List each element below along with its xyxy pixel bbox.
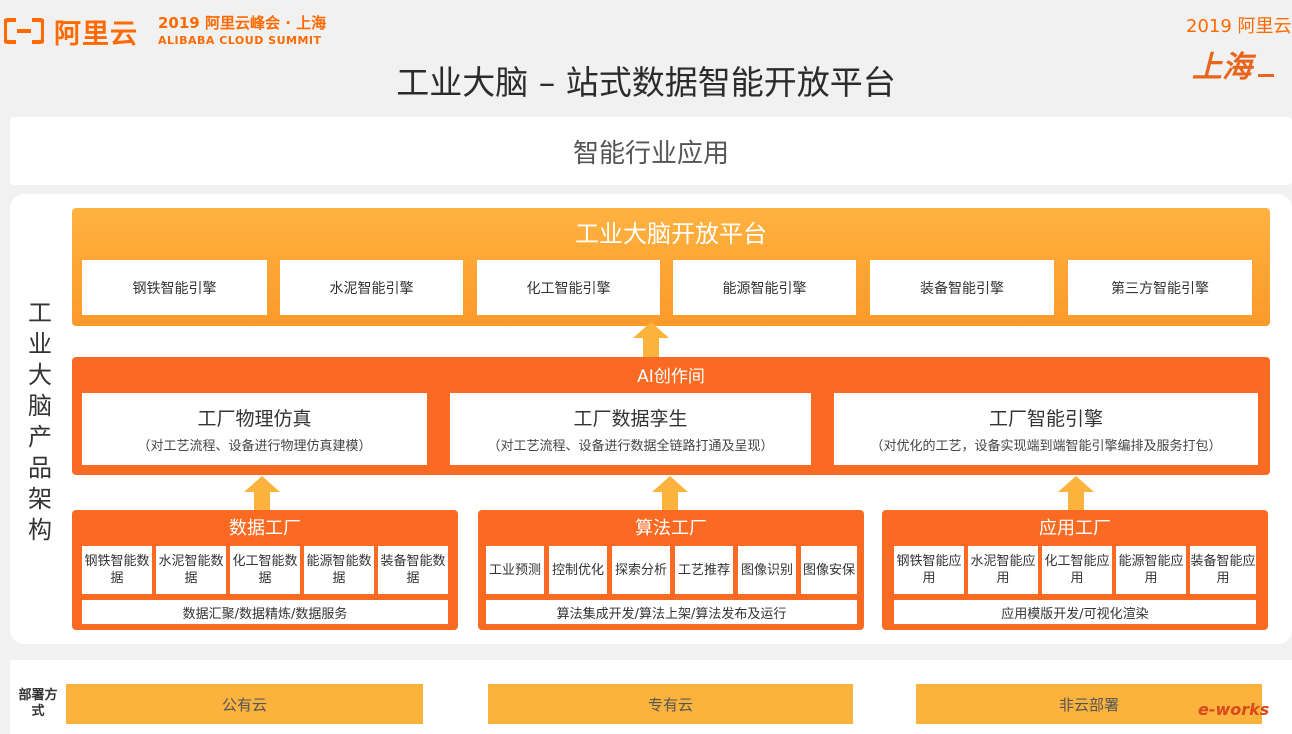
ai-card-subtitle: （对优化的工艺，设备实现端到端智能引擎编排及服务打包） — [870, 439, 1222, 454]
application-factory-item: 化工智能应用 — [1042, 546, 1112, 594]
up-arrow-icon — [244, 476, 280, 512]
up-arrow-icon — [633, 322, 669, 358]
data-factory-item: 水泥智能数据 — [156, 546, 226, 594]
industry-apps-label: 智能行业应用 — [572, 138, 729, 169]
application-factory-item: 水泥智能应用 — [968, 546, 1038, 594]
engine-cement: 水泥智能引擎 — [280, 260, 463, 315]
algorithm-factory-item: 控制优化 — [549, 546, 607, 594]
watermark: e-works — [1198, 700, 1270, 719]
algorithm-factory-title: 算法工厂 — [635, 518, 707, 539]
up-arrow-icon — [652, 476, 688, 512]
engine-energy: 能源智能引擎 — [673, 260, 856, 315]
ai-card-title: 工厂智能引擎 — [988, 408, 1103, 430]
engine-chemical: 化工智能引擎 — [477, 260, 660, 315]
alibaba-cloud-logo-icon — [3, 18, 45, 44]
data-factory-item: 装备智能数据 — [378, 546, 448, 594]
page-title: 工业大脑 – 站式数据智能开放平台 — [396, 63, 896, 102]
application-factory-item: 装备智能应用 — [1190, 546, 1256, 594]
summit-title: 2019 阿里云峰会 · 上海 — [158, 14, 327, 32]
ai-workshop-title: AI创作间 — [637, 367, 705, 387]
engine-steel: 钢铁智能引擎 — [82, 260, 267, 315]
algorithm-factory-bar: 算法集成开发/算法上架/算法发布及运行 — [486, 600, 857, 624]
data-factory-item: 化工智能数据 — [230, 546, 300, 594]
data-factory-item: 钢铁智能数据 — [82, 546, 152, 594]
deploy-public-cloud: 公有云 — [66, 684, 423, 724]
algorithm-factory-item: 工业预测 — [486, 546, 544, 594]
top-right-underline — [1258, 74, 1274, 77]
ai-card-subtitle: （对工艺流程、设备进行数据全链路打通及呈现） — [487, 439, 774, 454]
deploy-private-cloud: 专有云 — [488, 684, 853, 724]
ai-card-title: 工厂物理仿真 — [197, 408, 312, 430]
application-factory-bar: 应用模版开发/可视化渲染 — [894, 600, 1256, 624]
data-factory-item: 能源智能数据 — [304, 546, 374, 594]
summit-subtitle: ALIBABA CLOUD SUMMIT — [158, 34, 322, 47]
engine-equipment: 装备智能引擎 — [870, 260, 1054, 315]
application-factory-title: 应用工厂 — [1039, 518, 1111, 539]
algorithm-factory-item: 探索分析 — [612, 546, 670, 594]
open-platform-title: 工业大脑开放平台 — [575, 220, 767, 248]
deploy-non-cloud: 非云部署 — [916, 684, 1262, 724]
algorithm-factory-item: 图像识别 — [738, 546, 796, 594]
architecture-side-title: 工业大脑产品架构 — [28, 299, 52, 544]
algorithm-factory-item: 图像安保 — [801, 546, 857, 594]
engine-third-party: 第三方智能引擎 — [1068, 260, 1252, 315]
ai-card-subtitle: （对工艺流程、设备进行物理仿真建模） — [137, 439, 372, 454]
top-right-year: 2019 阿里云 — [1186, 16, 1292, 37]
data-factory-bar: 数据汇聚/数据精炼/数据服务 — [82, 600, 448, 624]
application-factory-item: 能源智能应用 — [1116, 546, 1186, 594]
data-factory-title: 数据工厂 — [229, 518, 301, 539]
up-arrow-icon — [1058, 476, 1094, 512]
ai-card-title: 工厂数据孪生 — [573, 408, 688, 430]
ai-card-physical-simulation: 工厂物理仿真 （对工艺流程、设备进行物理仿真建模） — [82, 393, 427, 465]
deployment-label: 部署方式 — [18, 688, 58, 719]
ai-card-smart-engine: 工厂智能引擎 （对优化的工艺，设备实现端到端智能引擎编排及服务打包） — [834, 393, 1258, 465]
application-factory-item: 钢铁智能应用 — [894, 546, 964, 594]
top-right-city: 上海 — [1192, 50, 1252, 85]
algorithm-factory-item: 工艺推荐 — [675, 546, 733, 594]
logo-text: 阿里云 — [54, 19, 138, 50]
ai-card-data-twin: 工厂数据孪生 （对工艺流程、设备进行数据全链路打通及呈现） — [450, 393, 811, 465]
industry-apps-panel: 智能行业应用 — [10, 117, 1292, 185]
